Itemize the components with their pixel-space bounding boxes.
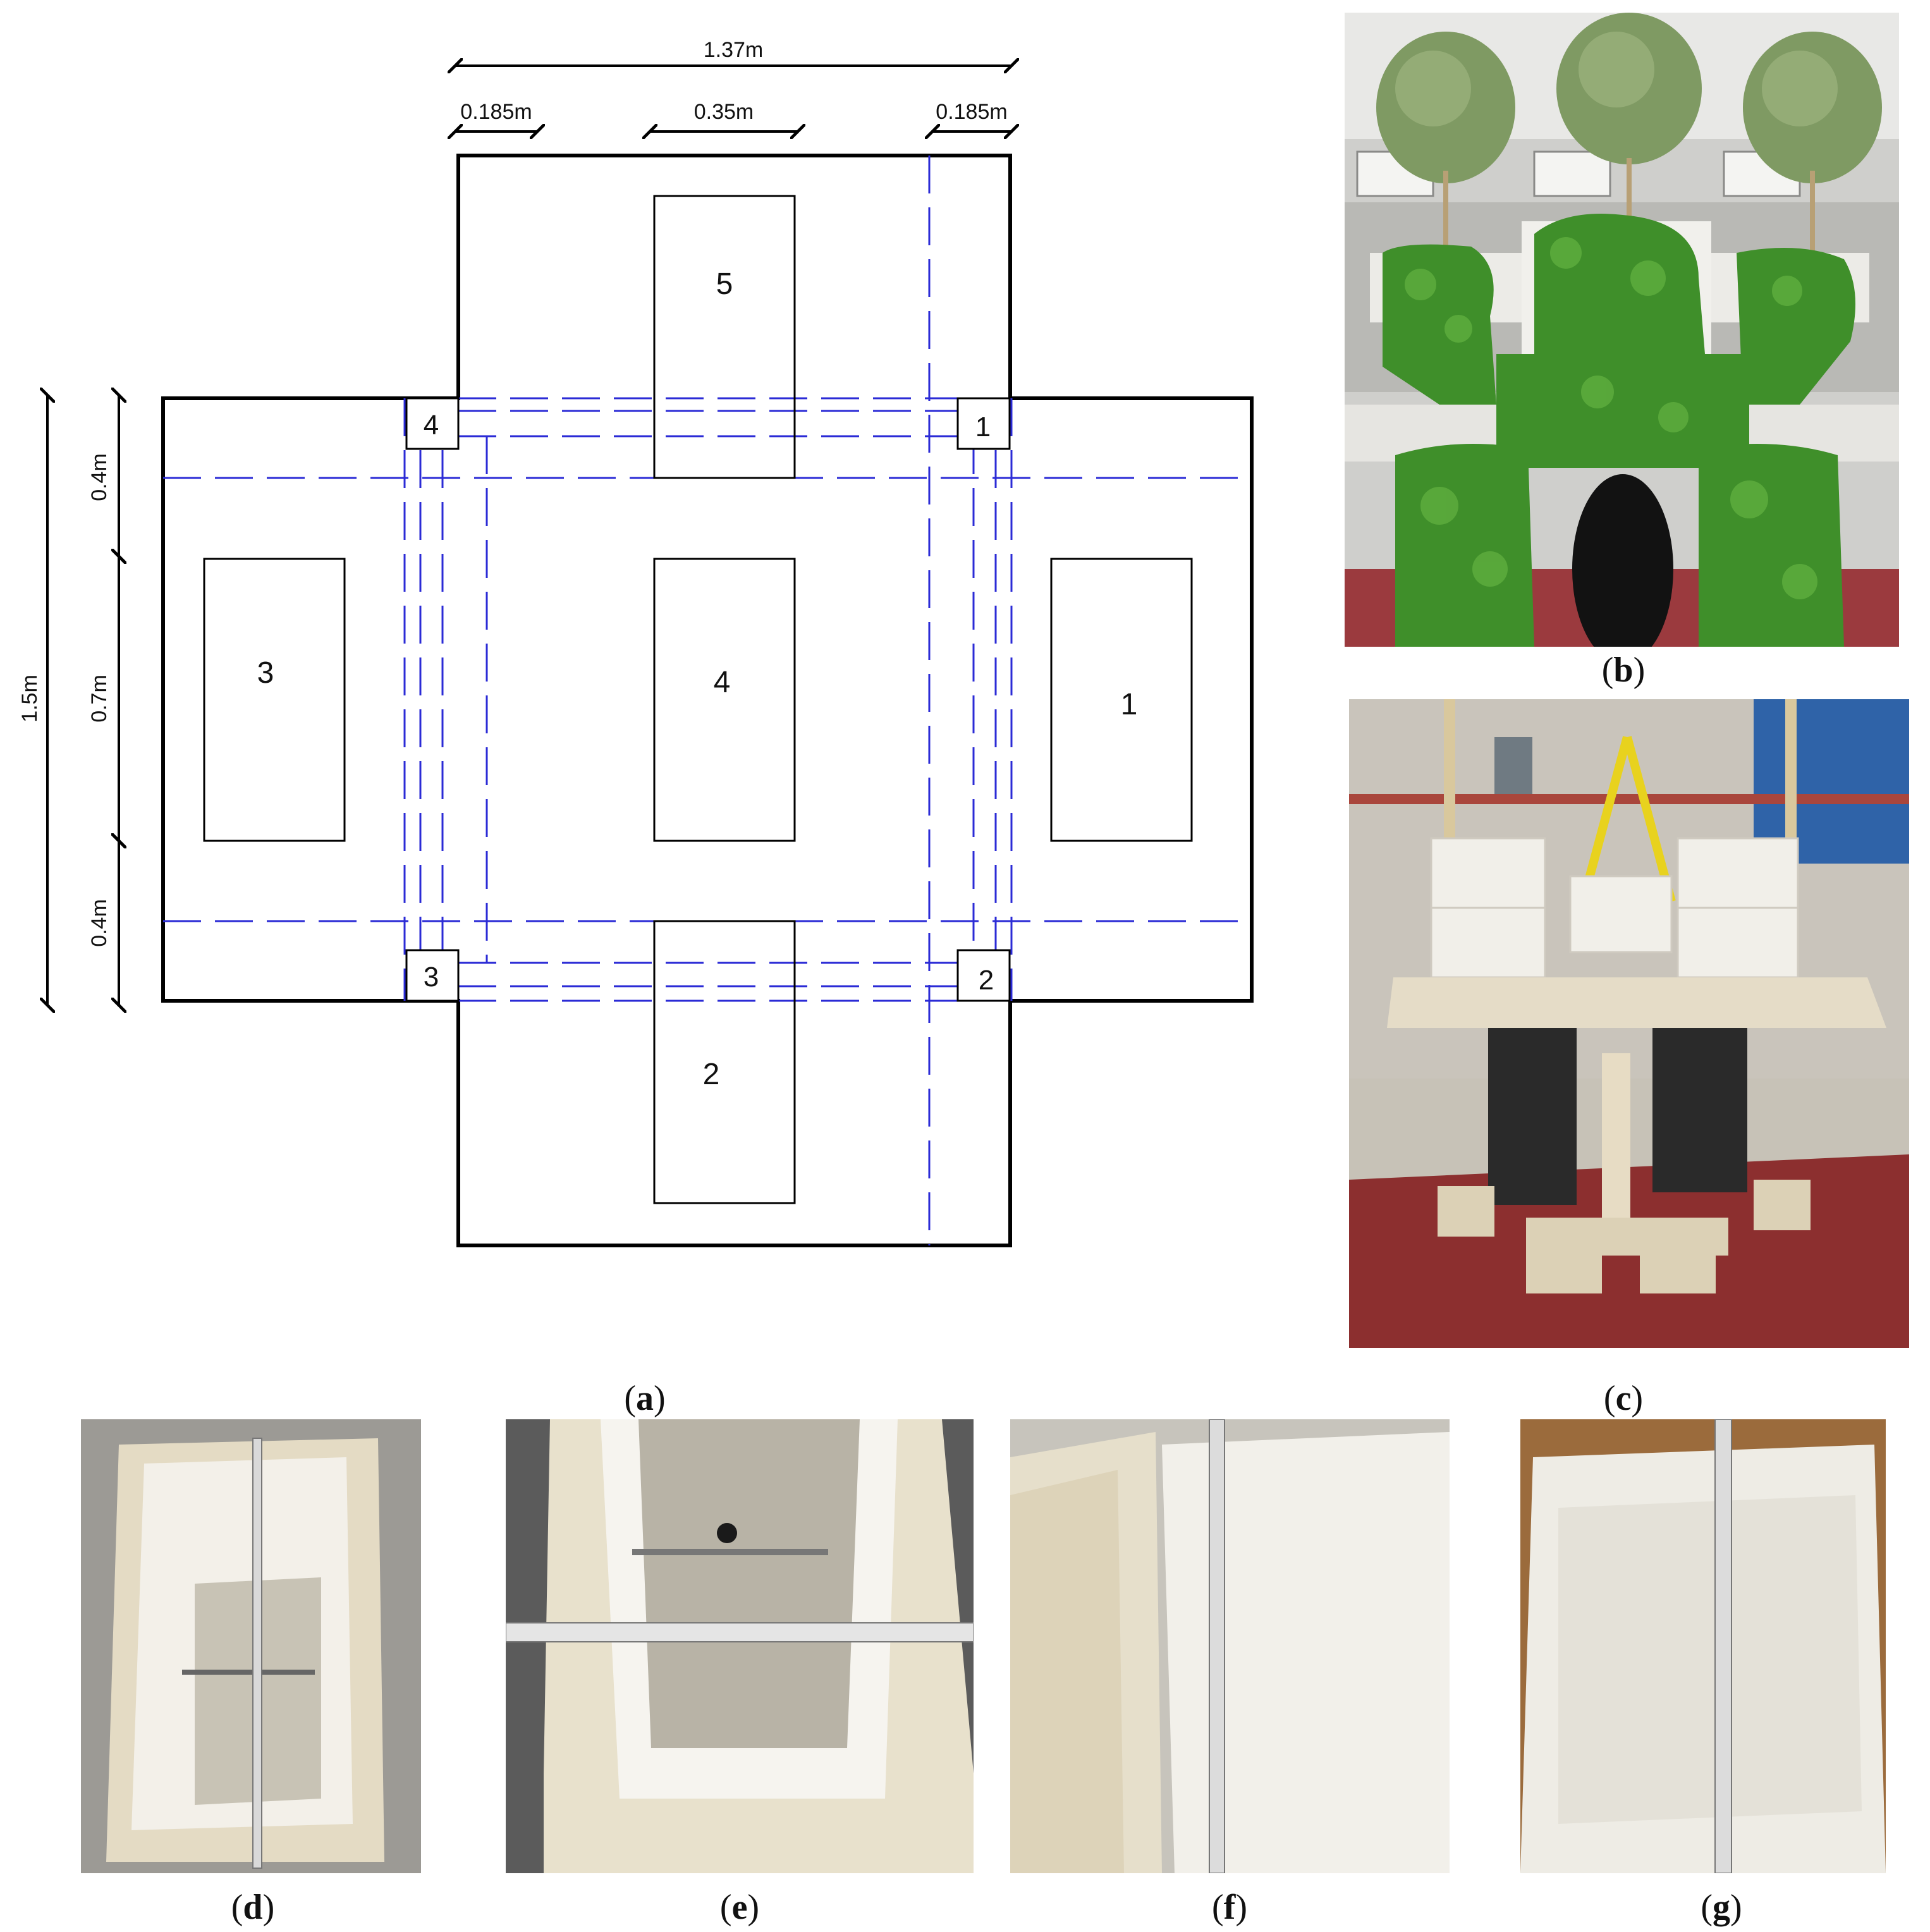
column-label-3: 3 — [424, 962, 439, 993]
planter-label-1: 1 — [1121, 688, 1138, 721]
column-1 — [956, 397, 1011, 450]
planter-5 — [653, 195, 796, 479]
panel-label-c: (c) — [1603, 1379, 1644, 1418]
panel-label-e: (e) — [719, 1888, 760, 1927]
test-setup-photo — [1349, 699, 1909, 1348]
planter-label-5: 5 — [716, 267, 733, 301]
planter-photo-g — [1520, 1419, 1886, 1873]
planter-2 — [653, 920, 796, 1204]
dim-middle-height: 0.7m — [87, 675, 111, 723]
dim-bottom-offset: 0.4m — [87, 899, 111, 947]
planter-photo-f — [1010, 1419, 1450, 1873]
green-wall-render — [1345, 13, 1899, 647]
column-2 — [956, 949, 1011, 1002]
panel-label-g: (g) — [1701, 1888, 1742, 1927]
floor-plan-drawing: 5 4 3 1 2 4 1 3 2 1.37m 0.185m 0.35m 0.1… — [18, 38, 1254, 1247]
planter-label-4: 4 — [714, 666, 731, 699]
columns — [405, 397, 1011, 1002]
dim-right-offset: 0.185m — [936, 100, 1007, 124]
panel-label-b: (b) — [1601, 651, 1646, 690]
panel-label-f: (f) — [1212, 1888, 1247, 1927]
panel-label-d: (d) — [231, 1888, 275, 1927]
dim-center-width: 0.35m — [694, 100, 754, 124]
column-3 — [405, 949, 460, 1002]
panel-label-a: (a) — [624, 1379, 666, 1418]
planters — [203, 195, 1193, 1204]
dim-overall-width: 1.37m — [704, 38, 764, 62]
dim-top-offset: 0.4m — [87, 453, 111, 501]
planter-label-2: 2 — [703, 1058, 720, 1091]
planter-photo-e — [506, 1419, 974, 1873]
column-label-1: 1 — [975, 412, 991, 443]
planter-photo-d — [81, 1419, 421, 1873]
dim-left-offset: 0.185m — [460, 100, 532, 124]
dim-overall-height: 1.5m — [18, 675, 42, 723]
column-label-4: 4 — [424, 410, 439, 441]
column-label-2: 2 — [979, 965, 994, 996]
planter-label-3: 3 — [257, 656, 274, 690]
planter-4 — [653, 558, 796, 842]
planter-1 — [1050, 558, 1193, 842]
column-4 — [405, 397, 460, 450]
planter-3 — [203, 558, 346, 842]
